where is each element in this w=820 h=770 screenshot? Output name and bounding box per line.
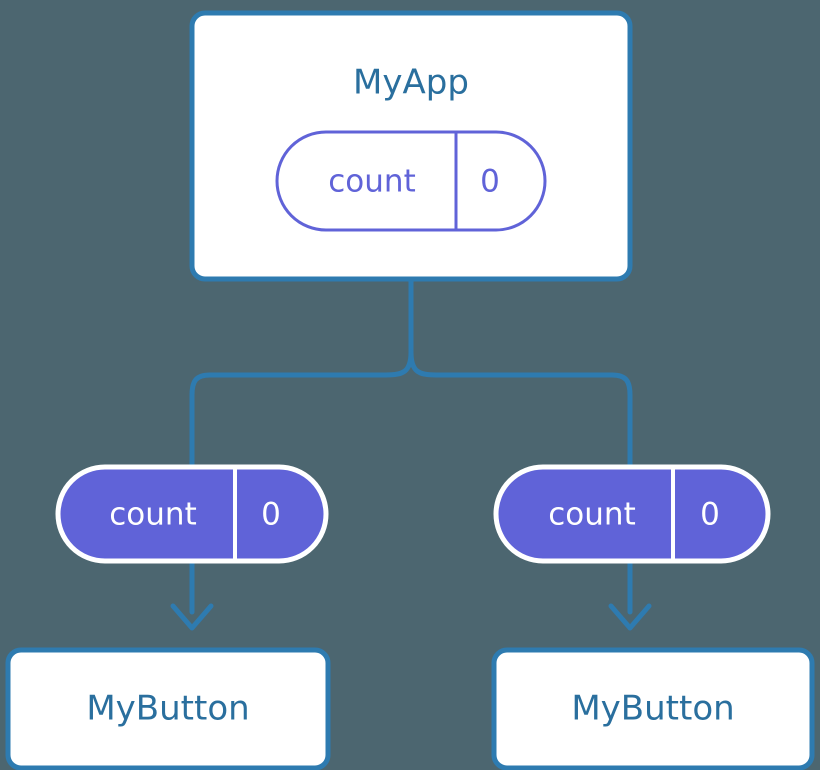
state-pill-child-right-value: 0 — [700, 497, 720, 533]
arrowhead-left-icon — [170, 603, 214, 631]
arrowhead-right-icon — [608, 603, 652, 631]
state-pill-child-left-key: count — [109, 497, 196, 533]
node-mybutton-left-box[interactable] — [5, 647, 331, 770]
connector-group — [170, 276, 652, 631]
state-pill-child-right-key: count — [548, 497, 635, 533]
state-pill-child-left[interactable]: count 0 — [55, 464, 329, 564]
state-pill-root-key: count — [328, 164, 415, 200]
node-mybutton-left-label: MyButton — [86, 689, 249, 729]
node-myapp-box[interactable] — [189, 10, 633, 282]
state-pill-child-right-fill[interactable] — [493, 464, 771, 564]
state-pill-child-left-fill[interactable] — [55, 464, 329, 564]
state-pill-root-outline[interactable] — [275, 130, 547, 232]
node-myapp-title: MyApp — [353, 63, 469, 103]
connector-branch-left — [189, 349, 414, 615]
state-pill-root[interactable]: count 0 — [275, 130, 547, 232]
connector-branch-right — [408, 349, 633, 615]
node-mybutton-left[interactable]: MyButton — [5, 647, 331, 770]
node-myapp[interactable]: MyApp count 0 — [189, 10, 633, 282]
state-pill-root-value: 0 — [480, 164, 500, 200]
node-mybutton-right[interactable]: MyButton — [491, 647, 815, 770]
node-mybutton-right-label: MyButton — [571, 689, 734, 729]
state-pill-child-right[interactable]: count 0 — [493, 464, 771, 564]
node-mybutton-right-box[interactable] — [491, 647, 815, 770]
state-pill-child-left-value: 0 — [261, 497, 281, 533]
